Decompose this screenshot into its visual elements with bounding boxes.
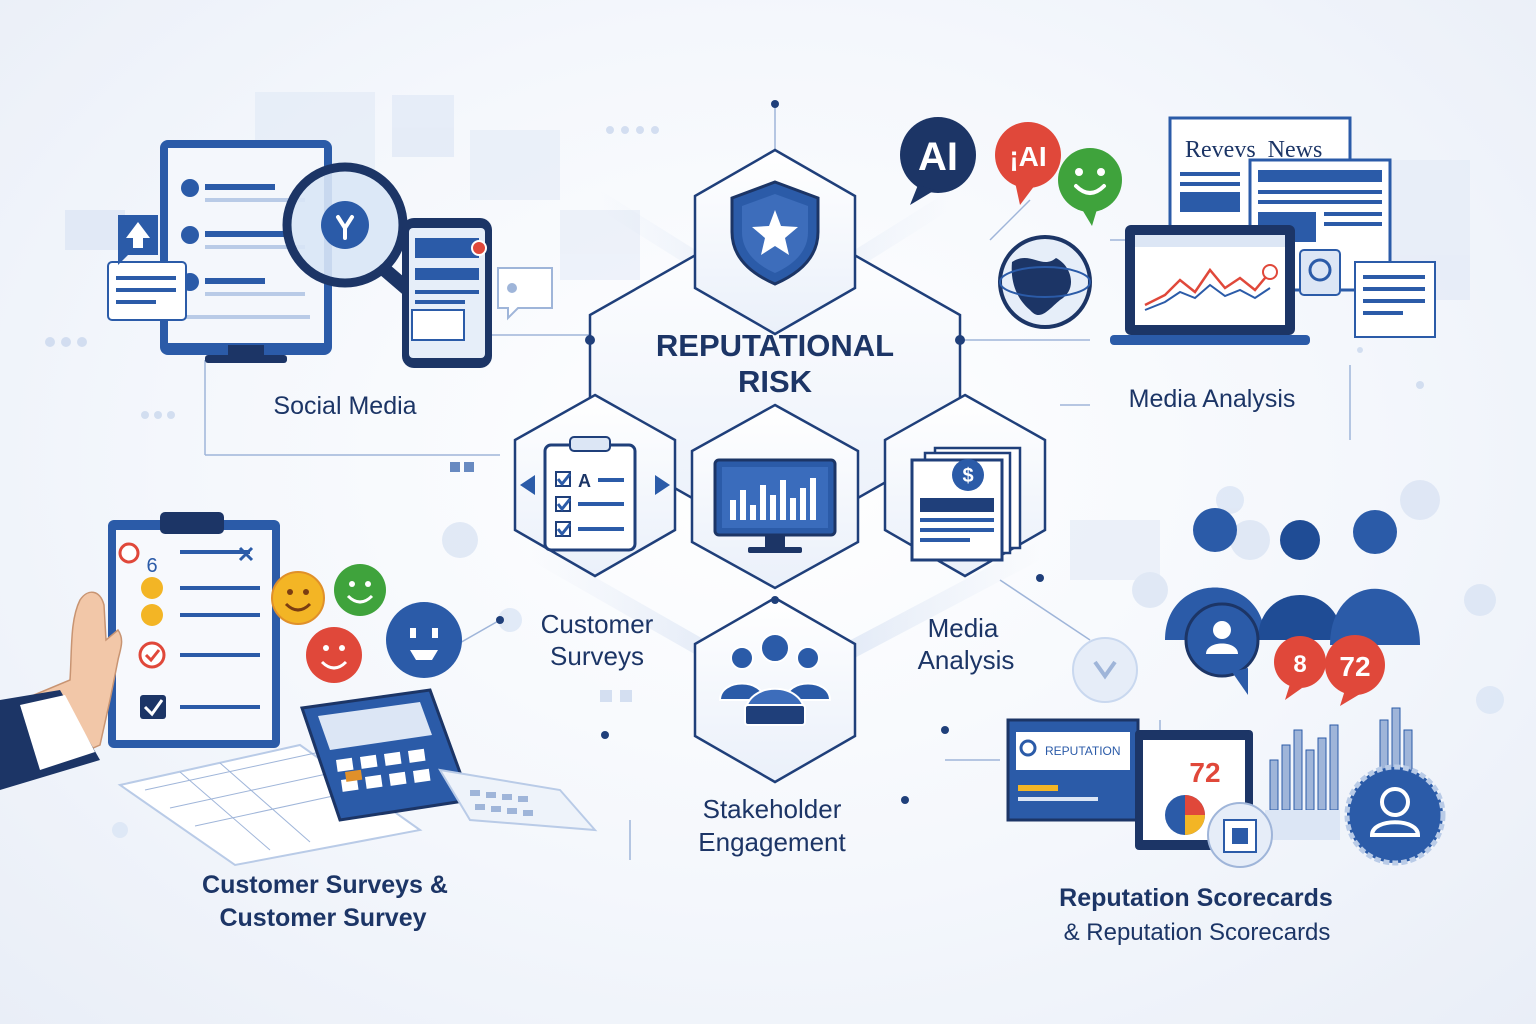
corner-label-scorecards-line2: & Reputation Scorecards bbox=[1064, 919, 1331, 946]
clipboard-number: 6 bbox=[146, 555, 157, 577]
ai-bubble-label-2: ¡AI bbox=[1009, 141, 1046, 172]
documents-icon: $ bbox=[910, 446, 1022, 562]
ai-bubble-label: AI bbox=[918, 135, 958, 179]
hex-label-stakeholder-line2: Engagement bbox=[698, 827, 846, 857]
corner-label-surveys-line2: Customer Survey bbox=[219, 904, 426, 932]
checklist-icon bbox=[520, 436, 670, 552]
corner-label-surveys-line1: Customer Surveys & bbox=[202, 871, 448, 899]
connector-lines bbox=[204, 105, 1351, 860]
svg-text:$: $ bbox=[962, 465, 973, 487]
scorecards-illustration: 8 bbox=[1006, 508, 1446, 868]
dashboard-monitor-icon bbox=[713, 458, 837, 553]
corner-label-scorecards-line1: Reputation Scorecards bbox=[1059, 884, 1333, 912]
hex-label-customer-line1: Customer bbox=[541, 609, 654, 639]
media-analysis-illustration bbox=[900, 116, 1436, 345]
shield-icon bbox=[730, 180, 820, 286]
svg-text:8: 8 bbox=[1293, 651, 1306, 678]
hex-label-media-line1: Media bbox=[928, 613, 999, 643]
center-title-line1: REPUTATIONAL bbox=[656, 328, 894, 363]
hex-label-customer-line2: Surveys bbox=[550, 641, 644, 671]
corner-label-social-media: Social Media bbox=[273, 392, 416, 420]
corner-label-media-analysis: Media Analysis bbox=[1129, 385, 1296, 413]
scorecard-title: REPUTATION bbox=[1045, 744, 1121, 758]
hex-label-stakeholder-line1: Stakeholder bbox=[703, 794, 842, 824]
newspaper-headline: Revevs News bbox=[1185, 137, 1322, 163]
customer-surveys-illustration bbox=[0, 512, 598, 867]
hex-label-media-line2: Analysis bbox=[918, 645, 1015, 675]
checklist-letter: A bbox=[578, 471, 591, 491]
scorecard-score: 72 bbox=[1189, 757, 1220, 788]
bubble-score: 72 bbox=[1339, 651, 1370, 682]
social-media-illustration bbox=[65, 140, 553, 368]
stakeholder-group-icon bbox=[718, 633, 832, 726]
network-nodes bbox=[496, 100, 1044, 804]
center-title-line2: RISK bbox=[738, 364, 813, 399]
